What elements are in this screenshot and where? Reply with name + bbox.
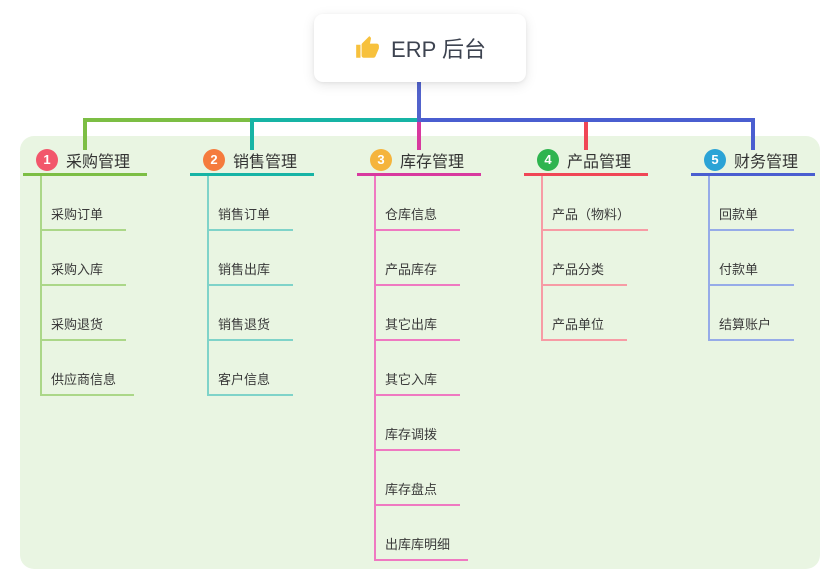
child-node[interactable]: 产品库存 [374, 231, 460, 286]
connector-stub-branch-3 [417, 122, 421, 150]
branch-2: 2 销售管理 销售订单销售出库销售退货客户信息 [190, 146, 314, 396]
child-node[interactable]: 销售退货 [207, 286, 293, 341]
child-node[interactable]: 付款单 [708, 231, 794, 286]
branch-5: 5 财务管理 回款单付款单结算账户 [691, 146, 815, 341]
child-node[interactable]: 产品（物料） [541, 176, 649, 231]
thumbs-up-icon [356, 36, 379, 58]
child-node[interactable]: 采购入库 [40, 231, 126, 286]
branch-number-badge: 1 [36, 148, 58, 171]
branches-background-panel [20, 136, 820, 569]
branch-4: 4 产品管理 产品（物料）产品分类产品单位 [524, 146, 649, 341]
connector-root-vertical [417, 82, 421, 122]
child-node[interactable]: 结算账户 [708, 286, 794, 341]
branch-children: 销售订单销售出库销售退货客户信息 [207, 176, 314, 396]
branch-number-badge: 3 [370, 148, 392, 171]
child-node[interactable]: 供应商信息 [40, 341, 135, 396]
branch-vertical-line [708, 176, 710, 341]
child-node[interactable]: 仓库信息 [374, 176, 460, 231]
child-node[interactable]: 采购退货 [40, 286, 126, 341]
branch-header[interactable]: 1 采购管理 [23, 146, 147, 176]
connector-stub-branch-1 [83, 122, 87, 150]
branch-title: 财务管理 [734, 153, 799, 171]
child-node[interactable]: 其它出库 [374, 286, 460, 341]
connector-horizontal-branch-1 [83, 118, 254, 122]
branch-title: 销售管理 [233, 153, 298, 171]
child-node[interactable]: 产品分类 [541, 231, 627, 286]
child-node[interactable]: 客户信息 [207, 341, 293, 396]
branch-header[interactable]: 2 销售管理 [190, 146, 314, 176]
child-node[interactable]: 出库库明细 [374, 506, 469, 561]
child-node[interactable]: 销售出库 [207, 231, 293, 286]
branch-vertical-line [40, 176, 42, 396]
branch-title: 产品管理 [567, 153, 632, 171]
root-node-label: ERP 后台 [391, 37, 486, 62]
branch-vertical-line [374, 176, 376, 561]
branch-header[interactable]: 3 库存管理 [357, 146, 481, 176]
branch-vertical-line [541, 176, 543, 341]
branch-children: 采购订单采购入库采购退货供应商信息 [40, 176, 147, 396]
connector-stub-branch-2 [250, 122, 254, 150]
child-node[interactable]: 采购订单 [40, 176, 126, 231]
branch-1: 1 采购管理 采购订单采购入库采购退货供应商信息 [23, 146, 147, 396]
child-node[interactable]: 库存调拨 [374, 396, 460, 451]
branch-number-badge: 5 [704, 148, 726, 171]
root-node-erp[interactable]: ERP 后台 [314, 14, 526, 82]
branch-children: 回款单付款单结算账户 [708, 176, 815, 341]
branch-header[interactable]: 5 财务管理 [691, 146, 815, 176]
branch-vertical-line [207, 176, 209, 396]
branch-children: 仓库信息产品库存其它出库其它入库库存调拨库存盘点出库库明细 [374, 176, 481, 561]
connector-horizontal-branch-2 [250, 118, 421, 122]
child-node[interactable]: 库存盘点 [374, 451, 460, 506]
child-node[interactable]: 产品单位 [541, 286, 627, 341]
branch-3: 3 库存管理 仓库信息产品库存其它出库其它入库库存调拨库存盘点出库库明细 [357, 146, 481, 561]
connector-horizontal-branch-5 [417, 118, 755, 122]
child-node[interactable]: 回款单 [708, 176, 794, 231]
branch-number-badge: 4 [537, 148, 559, 171]
connector-stub-branch-4 [584, 122, 588, 150]
branch-children: 产品（物料）产品分类产品单位 [541, 176, 649, 341]
branch-title: 采购管理 [66, 153, 131, 171]
connector-stub-branch-5 [751, 122, 755, 150]
branch-number-badge: 2 [203, 148, 225, 171]
child-node[interactable]: 其它入库 [374, 341, 460, 396]
child-node[interactable]: 销售订单 [207, 176, 293, 231]
branch-header[interactable]: 4 产品管理 [524, 146, 648, 176]
branch-title: 库存管理 [400, 153, 465, 171]
